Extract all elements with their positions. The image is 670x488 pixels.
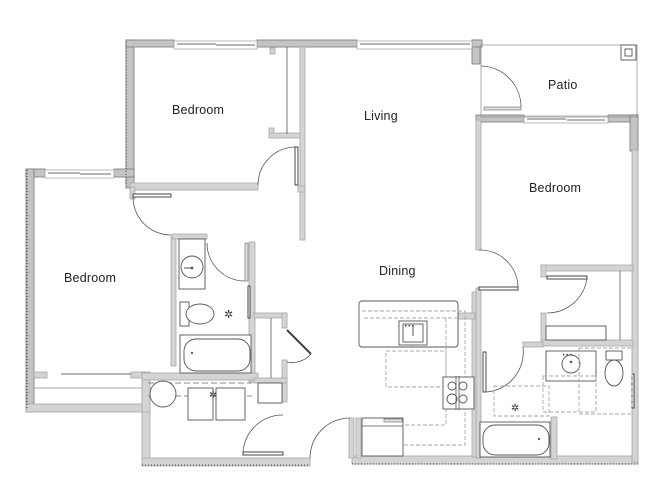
kitchen-fixtures: ••• xyxy=(358,300,475,457)
svg-text:•••: ••• xyxy=(404,323,415,330)
bathroom-1-fixtures: ✲ xyxy=(178,238,252,374)
doors xyxy=(132,65,635,459)
room-label-bedroom-left: Bedroom xyxy=(64,271,117,285)
room-label-bedroom-right: Bedroom xyxy=(529,181,582,195)
laundry-fixtures: ✲ xyxy=(148,380,252,421)
interior-walls xyxy=(33,46,634,460)
svg-text:•••: ••• xyxy=(562,352,573,359)
svg-text:✲: ✲ xyxy=(224,308,233,321)
svg-text:✲: ✲ xyxy=(209,390,217,401)
windows xyxy=(44,40,609,179)
room-label-dining: Dining xyxy=(379,264,416,278)
exterior-walls xyxy=(25,39,639,467)
room-label-patio: Patio xyxy=(548,78,578,92)
room-label-living: Living xyxy=(364,109,398,123)
svg-text:✲: ✲ xyxy=(511,403,519,414)
patio-outline xyxy=(480,44,638,118)
room-label-bedroom-top: Bedroom xyxy=(172,103,225,117)
exterior-hatching xyxy=(26,42,638,466)
bathroom-2-fixtures: ••• ✲ xyxy=(479,347,633,458)
